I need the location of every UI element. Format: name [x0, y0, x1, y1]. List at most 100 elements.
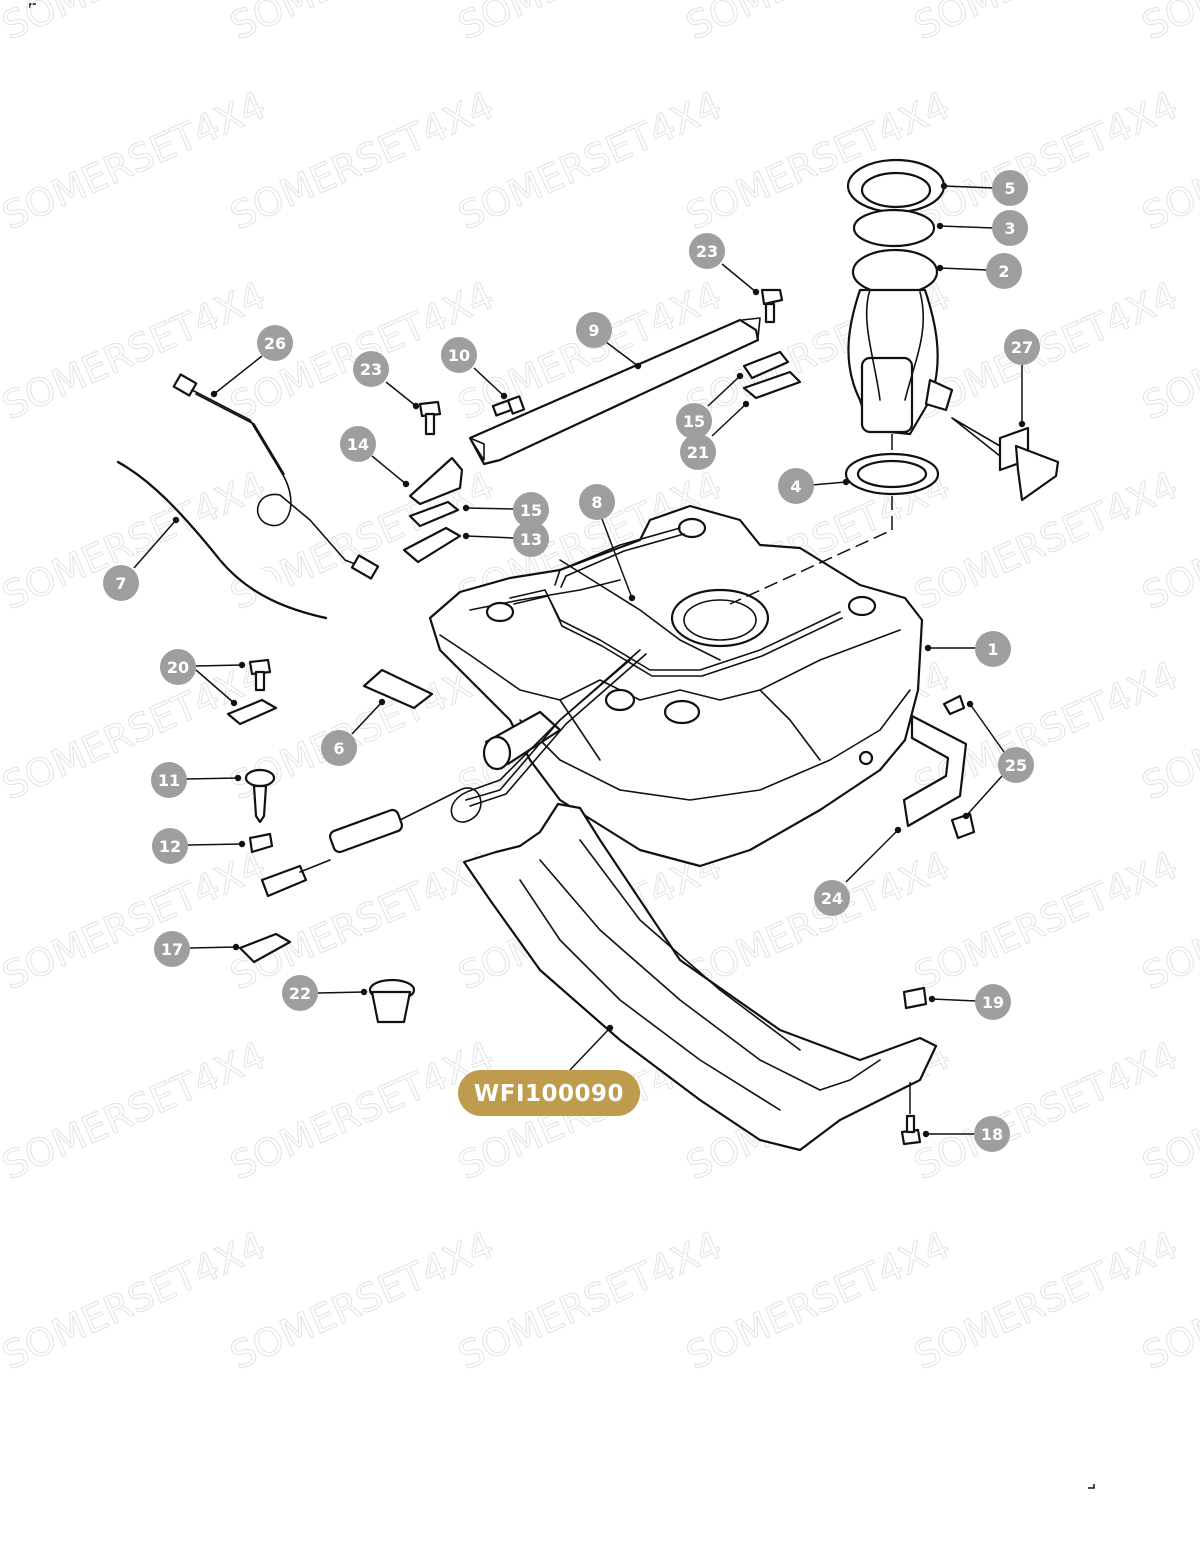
callout-9[interactable]: 9 [576, 312, 642, 370]
callout-12[interactable]: 12 [152, 828, 246, 864]
callout-14-badge [340, 426, 376, 462]
callout-6-badge [321, 730, 357, 766]
callout-18-label: 18 [981, 1125, 1003, 1144]
callout-5-badge [992, 170, 1028, 206]
callout-14[interactable]: 14 [340, 426, 410, 488]
pad-13 [402, 526, 462, 564]
callout-15-left-badge [513, 492, 549, 528]
callout-26-label: 26 [264, 334, 286, 353]
callout-8-badge [579, 484, 615, 520]
callout-11-label: 11 [158, 771, 180, 790]
callout-19-badge [975, 984, 1011, 1020]
callout-21-badge [680, 434, 716, 470]
callout-2-label: 2 [998, 262, 1009, 281]
callout-7[interactable]: 7 [103, 516, 180, 601]
callout-4-label: 4 [790, 477, 801, 496]
callout-18[interactable]: 18 [922, 1116, 1010, 1152]
callout-23-left[interactable]: 23 [353, 351, 420, 410]
callout-20[interactable]: 20 [160, 649, 246, 707]
callout-15-left[interactable]: 15 [462, 492, 549, 528]
callout-7-label: 7 [115, 574, 126, 593]
callout-24[interactable]: 24 [814, 826, 902, 916]
callout-23-top-badge [689, 233, 725, 269]
screw-11 [244, 768, 276, 824]
callout-22[interactable]: 22 [282, 975, 368, 1011]
bolt-20 [226, 658, 278, 726]
pad-15-left [408, 500, 460, 528]
callout-25[interactable]: 25 [962, 700, 1034, 820]
callout-2-badge [986, 253, 1022, 289]
bracket [408, 456, 464, 506]
callout-13-label: 13 [520, 530, 542, 549]
callout-24-label: 24 [821, 889, 843, 908]
vent-pipe [172, 373, 380, 580]
callout-11[interactable]: 11 [151, 762, 242, 798]
callout-22-badge [282, 975, 318, 1011]
callout-15-right[interactable]: 15 [676, 372, 744, 439]
callout-5-label: 5 [1004, 179, 1015, 198]
crop-mark-bottom-right [1088, 1484, 1095, 1489]
pump-clip [951, 417, 1060, 502]
callout-1[interactable]: 1 [924, 631, 1011, 667]
callout-23-top-label: 23 [696, 242, 718, 261]
callout-9-label: 9 [588, 321, 599, 340]
pad-15-right [742, 350, 790, 380]
callout-26[interactable]: 26 [210, 325, 293, 398]
callout-21-label: 21 [687, 443, 709, 462]
fuel-pump-assembly [847, 248, 954, 436]
callout-27-label: 27 [1011, 338, 1033, 357]
bolt-23-top [760, 288, 784, 324]
fuel-lines [465, 527, 843, 807]
callout-19-label: 19 [982, 993, 1004, 1012]
reference-code-pill [458, 1070, 640, 1116]
callout-7-badge [103, 565, 139, 601]
callout-25-badge [998, 747, 1034, 783]
callout-17[interactable]: 17 [154, 931, 240, 967]
nut-12 [248, 832, 274, 854]
bolt-10 [491, 395, 526, 417]
callout-3[interactable]: 3 [936, 210, 1028, 246]
callout-6[interactable]: 6 [321, 698, 386, 766]
pump-seal [852, 208, 936, 248]
callout-5[interactable]: 5 [940, 170, 1028, 206]
callout-12-badge [152, 828, 188, 864]
callout-10[interactable]: 10 [441, 337, 508, 400]
callout-20-badge [160, 649, 196, 685]
callout-27-badge [1004, 329, 1040, 365]
pump-ring [844, 452, 940, 496]
callout-17-label: 17 [161, 940, 183, 959]
callout-6-label: 6 [333, 739, 344, 758]
callout-10-label: 10 [448, 346, 470, 365]
callout-1-badge [975, 631, 1011, 667]
callout-3-label: 3 [1004, 219, 1015, 238]
reference-code-text: WFI100090 [474, 1081, 624, 1107]
callout-20-label: 20 [167, 658, 189, 677]
callout-4-badge [778, 468, 814, 504]
crop-mark-top-left [29, 3, 36, 8]
callout-12-label: 12 [159, 837, 181, 856]
callout-2[interactable]: 2 [936, 253, 1022, 289]
callout-4[interactable]: 4 [778, 468, 850, 504]
parts-artwork [116, 158, 1060, 1152]
underbody-shield [462, 802, 938, 1152]
callout-21[interactable]: 21 [680, 400, 750, 470]
nut-19 [902, 986, 928, 1010]
callout-24-badge [814, 880, 850, 916]
callout-23-top[interactable]: 23 [689, 233, 760, 296]
tank-strap [468, 317, 761, 466]
callout-13[interactable]: 13 [462, 521, 549, 557]
callout-11-badge [151, 762, 187, 798]
callout-27[interactable]: 27 [1004, 329, 1040, 428]
callout-15-left-label: 15 [520, 501, 542, 520]
callout-8-label: 8 [591, 493, 602, 512]
plug-22 [368, 978, 416, 1024]
callout-15-right-badge [676, 403, 712, 439]
callout-19[interactable]: 19 [928, 984, 1011, 1020]
callout-1-label: 1 [987, 640, 998, 659]
callout-10-badge [441, 337, 477, 373]
label-patch [362, 668, 434, 710]
callout-8[interactable]: 8 [579, 484, 636, 602]
callout-3-badge [992, 210, 1028, 246]
callout-25-label: 25 [1005, 756, 1027, 775]
